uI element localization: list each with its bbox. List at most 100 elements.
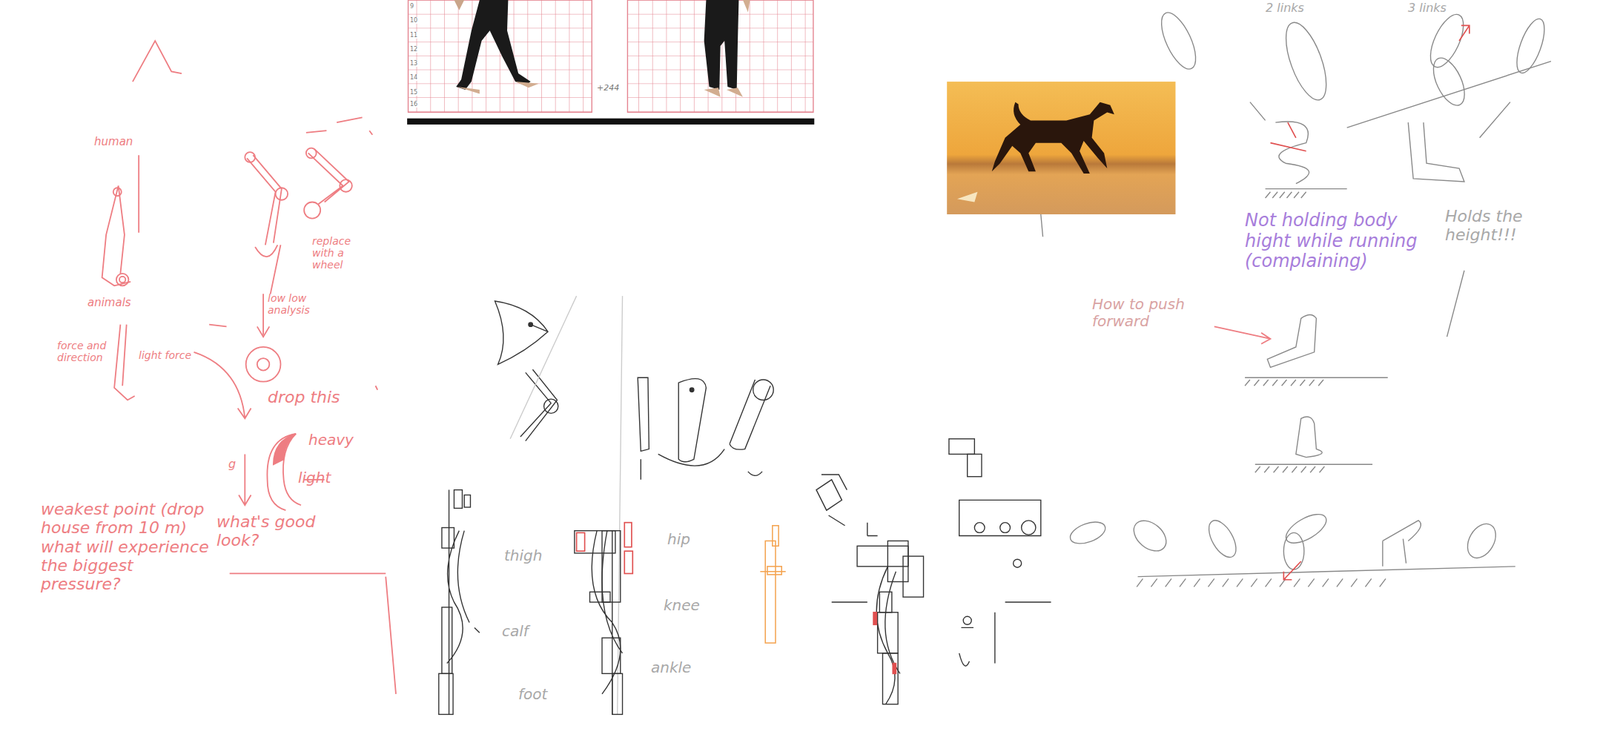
handwritten-note: force and direction	[57, 339, 121, 364]
foot-sketch-part	[1255, 466, 1325, 473]
foot-sketch-part	[1427, 53, 1471, 110]
handwritten-note: low low analysis	[267, 292, 342, 316]
leg-sketch-part	[857, 545, 909, 567]
handwritten-note: 3 links	[1407, 1, 1447, 15]
foot-sketch-part	[1138, 566, 1516, 577]
leg-sketch-part	[441, 527, 455, 549]
leg-sketch-part	[464, 494, 471, 508]
handwritten-note: human	[94, 135, 133, 149]
red-sketch-part	[257, 244, 282, 337]
leg-sketch-part	[640, 449, 763, 480]
handwritten-note: g	[228, 457, 236, 471]
red-sketch-part	[306, 148, 317, 159]
handwritten-note: heavy	[308, 431, 354, 449]
force-arrow	[1270, 25, 1469, 580]
red-detail-part	[624, 550, 633, 574]
orange-sketch	[759, 525, 786, 643]
leg-sketch-part	[637, 377, 649, 451]
handwritten-note: ankle	[650, 659, 692, 677]
handwritten-note: light force	[138, 349, 193, 362]
foot-sketch-part	[1136, 578, 1386, 587]
leg-sketch-part	[967, 453, 982, 476]
photo-count: +244	[596, 83, 620, 94]
handwritten-note: thigh	[504, 547, 542, 565]
red-sketch-part	[266, 433, 302, 511]
handwritten-note: what's good look?	[216, 512, 360, 551]
foot-sketch-part	[1244, 379, 1324, 386]
reference-photo-part	[455, 0, 531, 90]
red-sketch-part	[114, 324, 135, 401]
red-sketch-part	[132, 40, 182, 82]
red-sketch-part	[339, 179, 353, 193]
handwritten-note: replace with a wheel	[312, 235, 372, 271]
foot-sketch-part	[1283, 532, 1305, 570]
reference-photo-part	[407, 0, 815, 125]
leg-sketch-part	[689, 387, 694, 393]
red-detail	[576, 522, 897, 674]
handwritten-note: weakest point (drop house from 10 m) wha…	[40, 499, 210, 594]
handwritten-note: light	[298, 469, 331, 487]
reference-photo-part	[453, 0, 465, 11]
red-sketch-part	[102, 154, 140, 286]
force-arrow-part	[1283, 561, 1301, 580]
leg-sketch-part	[1000, 522, 1011, 534]
leg-sketch-part	[591, 530, 623, 715]
handwritten-note: Not holding body hight while running (co…	[1244, 210, 1419, 273]
leg-sketch-part	[528, 322, 534, 327]
red-sketch-part	[246, 346, 282, 382]
handwritten-note: foot	[518, 685, 548, 703]
leg-sketch-part	[753, 379, 775, 401]
foot-sketch-part	[1407, 122, 1465, 182]
leg-sketch-part	[816, 474, 878, 537]
handwritten-note: drop this	[267, 387, 341, 407]
reference-photo-part	[457, 81, 540, 95]
handwritten-note: How to push forward	[1092, 295, 1195, 330]
leg-sketch-part	[441, 607, 453, 674]
foot-sketch-part	[1040, 61, 1552, 338]
row-number: 16	[409, 100, 419, 108]
leg-sketch-part	[612, 673, 623, 714]
row-number: 12	[409, 45, 419, 53]
handwritten-note: knee	[663, 596, 700, 614]
row-number: 10	[409, 17, 419, 24]
handwritten-note: animals	[87, 296, 132, 310]
dog-photo-part	[946, 81, 1176, 215]
leg-sketch-part	[729, 379, 771, 450]
orange-sketch-part	[765, 540, 776, 643]
red-sketch-part	[116, 273, 130, 287]
leg-sketch-part	[438, 673, 454, 714]
handwritten-note: hip	[667, 530, 691, 548]
leg-sketch-part	[831, 566, 901, 705]
red-sketch-part	[119, 276, 126, 283]
red-detail-part	[873, 612, 877, 626]
red-detail-part	[892, 663, 896, 674]
foot-sketch-part	[1067, 517, 1109, 548]
row-number: 13	[409, 60, 419, 67]
reference-photo	[407, 0, 815, 125]
handwritten-note: calf	[501, 622, 529, 640]
foot-sketch-part	[1511, 15, 1550, 77]
red-detail-part	[576, 532, 585, 551]
reference-photo-part	[407, 118, 815, 125]
red-sketch-part	[1214, 326, 1271, 344]
foot-sketch-part	[1281, 508, 1331, 549]
row-number: 15	[409, 88, 419, 96]
red-sketch-part	[303, 202, 321, 219]
handwritten-note: Holds the height!!!	[1445, 206, 1557, 245]
foot-sketch-part	[1255, 416, 1373, 465]
red-sketch-part	[246, 154, 282, 257]
foot-sketch-part	[1154, 8, 1203, 75]
foot-sketch-part	[1127, 514, 1172, 557]
row-number: 11	[409, 31, 419, 39]
dog-photo-part	[992, 102, 1115, 174]
orange-sketch-part	[759, 570, 786, 573]
leg-sketch-part	[678, 378, 706, 462]
foot-sketch-part	[1423, 9, 1471, 72]
leg-sketch-part	[1021, 520, 1036, 535]
red-sketch-part	[257, 358, 270, 371]
leg-sketch	[438, 295, 1052, 714]
leg-sketch-part	[1013, 559, 1022, 568]
leg-sketch-part	[589, 591, 611, 603]
leg-sketch-part	[447, 490, 480, 715]
